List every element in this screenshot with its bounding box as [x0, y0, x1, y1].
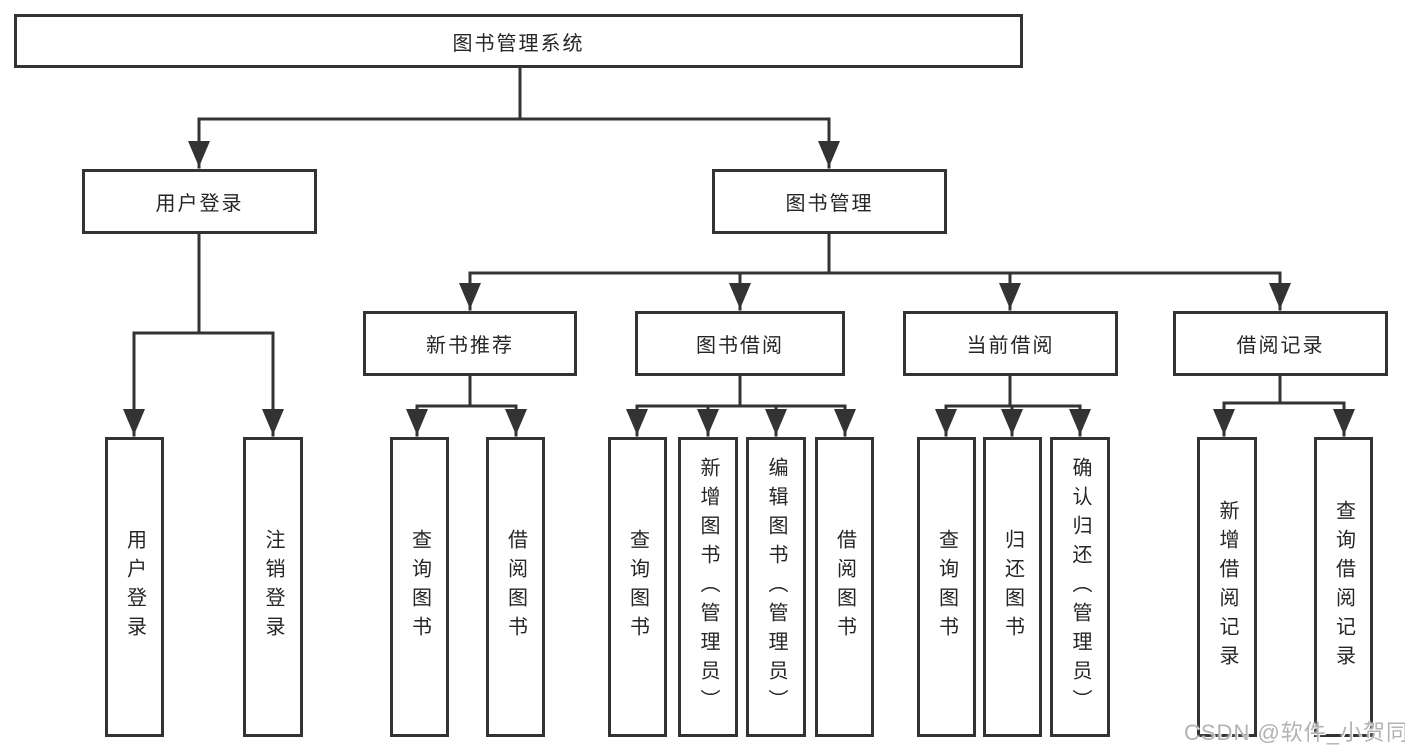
node-new-book-recommend: 新书推荐: [363, 311, 577, 376]
leaf-user-login: 用户登录: [105, 437, 164, 737]
node-user-login: 用户登录: [82, 169, 317, 234]
leaf-edit-books-admin: 编辑图书（管理员）: [746, 437, 806, 737]
leaf-borrowing-borrow-books: 借阅图书: [815, 437, 874, 737]
node-book-borrowing: 图书借阅: [635, 311, 845, 376]
leaf-query-borrow-record: 查询借阅记录: [1314, 437, 1373, 737]
leaf-confirm-return-admin: 确认归还（管理员）: [1050, 437, 1110, 737]
leaf-add-borrow-record: 新增借阅记录: [1197, 437, 1257, 737]
leaf-return-books: 归还图书: [983, 437, 1042, 737]
node-current-borrowing: 当前借阅: [903, 311, 1118, 376]
node-borrowing-records: 借阅记录: [1173, 311, 1388, 376]
node-book-management-system: 图书管理系统: [14, 14, 1023, 68]
leaf-borrowing-query-books: 查询图书: [608, 437, 667, 737]
leaf-recommend-borrow-books: 借阅图书: [486, 437, 545, 737]
leaf-current-query-books: 查询图书: [917, 437, 976, 737]
node-book-management: 图书管理: [712, 169, 947, 234]
csdn-watermark: CSDN @软件_小贺同学: [1184, 720, 1405, 745]
leaf-add-books-admin: 新增图书（管理员）: [678, 437, 738, 737]
leaf-recommend-query-books: 查询图书: [390, 437, 449, 737]
leaf-logout: 注销登录: [243, 437, 303, 737]
